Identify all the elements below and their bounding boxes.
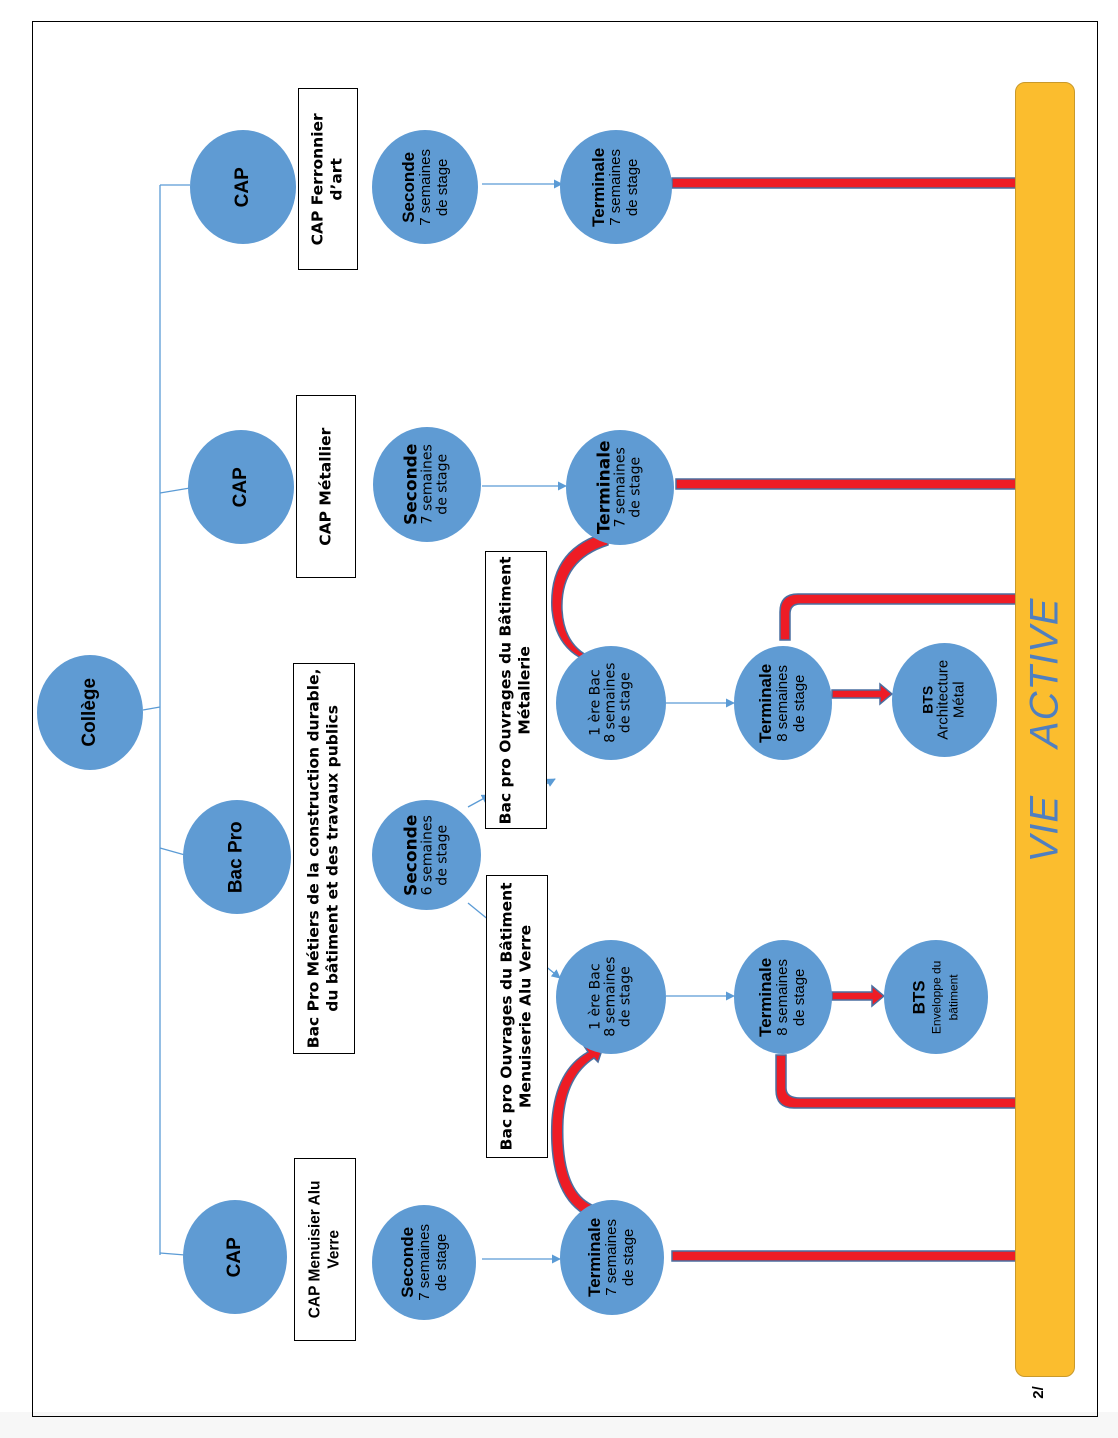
step-detail: 7 semaines de stage: [603, 1219, 638, 1296]
node-1ere-metallerie: 1 ère Bac 8 semaines de stage: [556, 646, 666, 760]
program-label: CAP Ferronnier d’art: [308, 112, 347, 246]
program-box-cap-metallier: CAP Métallier: [296, 395, 356, 578]
link-cap-metallier: [159, 487, 191, 494]
step-title: Seconde: [397, 1227, 417, 1298]
program-box-cap-ferronnier: CAP Ferronnier d’art: [298, 88, 358, 270]
step-detail: 8 semaines de stage: [602, 662, 634, 744]
red-arrow-terminale-bts-enveloppe: [831, 984, 886, 1008]
bac-pro-label: Bac Pro: [225, 821, 247, 893]
red-arrow-alu-vie: [775, 1054, 1036, 1118]
page-number: 2/: [1029, 1386, 1047, 1399]
step-detail: 7 semaines de stage: [416, 148, 451, 226]
step-detail: 8 semaines de stage: [602, 956, 634, 1038]
step-title: Seconde: [401, 443, 422, 526]
page-frame: [32, 21, 1098, 1417]
step-title: Terminale: [594, 440, 615, 535]
bts-title: BTS: [909, 979, 929, 1014]
red-arrow-menuisier: [671, 1244, 1036, 1268]
vie-active-label: VIE ACTIVE: [1022, 597, 1067, 863]
step-title: Terminale: [756, 663, 776, 743]
step-title: Terminale: [756, 957, 776, 1037]
red-arrow-ferronnier: [671, 171, 1036, 195]
step-detail: 7 semaines de stage: [415, 1224, 450, 1301]
red-arrow-metallier: [675, 472, 1036, 496]
node-cap-menuisier: CAP: [183, 1200, 287, 1314]
cap-label: CAP: [231, 166, 253, 208]
program-box-cap-menuisier: CAP Menuisier Alu Verre: [294, 1158, 356, 1341]
step-title: 1 ère Bac: [587, 669, 604, 737]
step-detail: 7 semaines de stage: [607, 148, 642, 226]
track-box-metallerie: Bac pro Ouvrages du Bâtiment Métallerie: [485, 551, 547, 829]
program-box-bac-pro: Bac Pro Métiers de la construction durab…: [293, 663, 355, 1054]
red-arrow-metallerie-vie: [779, 584, 1036, 641]
cap-label: CAP: [223, 1236, 245, 1278]
vie-active-bar: [1015, 82, 1075, 1377]
step-detail: 7 semaines de stage: [420, 444, 452, 525]
step-title: Terminale: [589, 147, 609, 227]
bts-detail: Architecture Métal: [934, 659, 969, 741]
program-label: CAP Menuisier Alu Verre: [306, 1180, 343, 1319]
track-box-alu-verre: Bac pro Ouvrages du Bâtiment Menuiserie …: [486, 875, 548, 1158]
red-curve-menuisier-to-1ere: [550, 1043, 606, 1220]
college-label: Collège: [78, 678, 100, 747]
program-label: CAP Métallier: [316, 427, 335, 546]
step-title: Terminale: [585, 1217, 605, 1298]
step-title: 1 ère Bac: [587, 963, 604, 1031]
track-label: Bac pro Ouvrages du Bâtiment Menuiserie …: [497, 882, 536, 1151]
red-arrow-terminale-bts-metal: [831, 682, 894, 706]
node-bac-pro: Bac Pro: [183, 800, 291, 914]
link-bac-pro: [159, 847, 186, 856]
step-detail: 6 semaines de stage: [419, 814, 451, 896]
cap-label: CAP: [229, 466, 251, 508]
step-title: Seconde: [398, 151, 418, 223]
track-label: Bac pro Ouvrages du Bâtiment Métallerie: [496, 556, 535, 824]
link-college: [142, 706, 161, 711]
step-detail: 8 semaines de stage: [774, 664, 809, 742]
bts-detail: Enveloppe du bâtiment: [929, 960, 961, 1034]
link-cap-menuisier: [159, 1252, 186, 1256]
program-label: Bac Pro Métiers de la construction durab…: [304, 668, 342, 1049]
node-college: Collège: [37, 655, 143, 770]
step-detail: 8 semaines de stage: [774, 958, 809, 1036]
step-title: Seconde: [401, 814, 422, 896]
node-cap-ferronnier: CAP: [190, 130, 296, 244]
node-cap-metallier: CAP: [188, 430, 294, 544]
node-1ere-alu-verre: 1 ère Bac 8 semaines de stage: [556, 940, 666, 1054]
step-detail: 7 semaines de stage: [613, 447, 645, 528]
